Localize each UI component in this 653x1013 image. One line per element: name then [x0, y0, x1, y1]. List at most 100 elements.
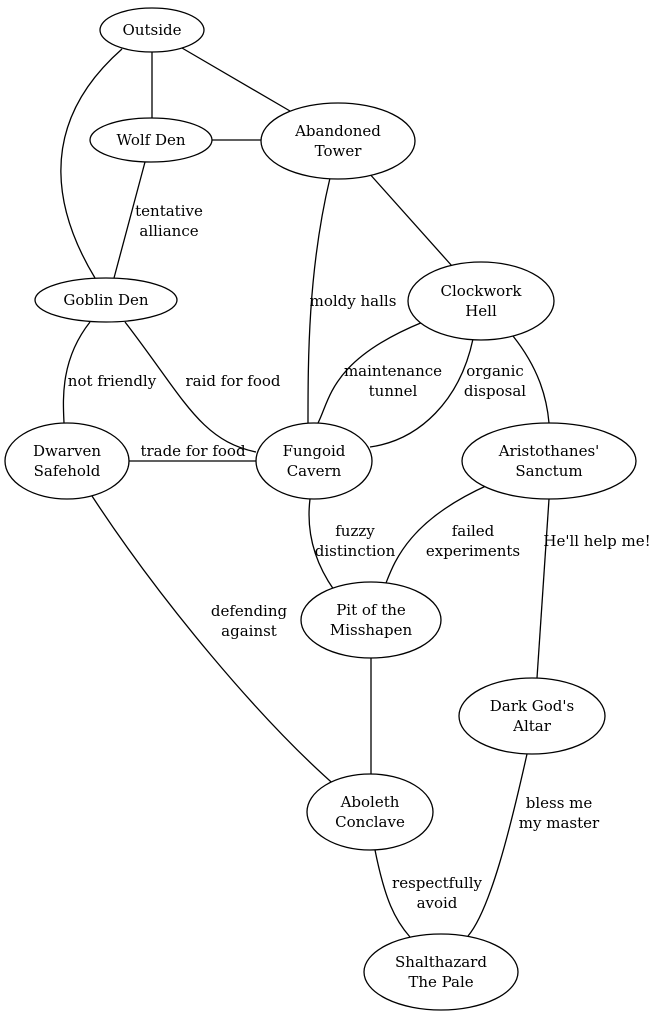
edge-label-line: against: [221, 622, 277, 640]
edge-label-line: distinction: [315, 542, 396, 560]
edge-line: [181, 47, 291, 112]
edge-line: [374, 849, 411, 938]
node-label: Aristothanes': [498, 442, 600, 460]
edge-clockwork-hell-to-fungoid-cavern: [317, 321, 424, 424]
edge-line: [308, 498, 335, 591]
edge-line: [385, 484, 489, 584]
node-label: Shalthazard: [395, 953, 487, 971]
node-label: Safehold: [34, 462, 101, 480]
edges-layer: [60, 47, 550, 938]
edge-line: [317, 321, 424, 424]
edge-label-line: not friendly: [68, 372, 157, 390]
edge-line: [113, 161, 146, 279]
edge-line: [467, 753, 528, 937]
edge-label: He'll help me!: [543, 532, 650, 550]
edge-line: [369, 338, 474, 448]
edge-fungoid-cavern-to-pit-of-the-misshapen: [308, 498, 335, 591]
edge-label-line: maintenance: [344, 362, 442, 380]
edge-wolf-den-to-goblin-den: [113, 161, 146, 279]
node-label: Outside: [123, 21, 182, 39]
edge-label-line: my master: [519, 814, 600, 832]
node-ellipse: [458, 677, 606, 755]
edge-abandoned-tower-to-fungoid-cavern: [307, 177, 331, 424]
node-wolf-den: Wolf Den: [89, 117, 213, 163]
edge-label-line: trade for food: [140, 442, 246, 460]
edge-line: [62, 321, 91, 424]
node-aristothanes-sanctum: Aristothanes' Sanctum: [461, 422, 637, 500]
edge-label-line: disposal: [464, 382, 526, 400]
edge-label: organic disposal: [464, 362, 526, 400]
node-ellipse: [260, 102, 416, 180]
edge-aristothanes-sanctum-to-pit-of-the-misshapen: [385, 484, 489, 584]
node-label: Misshapen: [330, 621, 413, 639]
edge-clockwork-hell-to-fungoid-cavern: [369, 338, 474, 448]
edge-goblin-den-to-dwarven-safehold: [62, 321, 91, 424]
edge-label-line: failed: [452, 522, 495, 540]
node-label: Cavern: [287, 462, 342, 480]
edge-line: [367, 171, 453, 267]
edge-label: respectfully avoid: [392, 874, 482, 912]
edge-label: trade for food: [140, 442, 246, 460]
node-label: Pit of the: [336, 601, 406, 619]
node-label: Conclave: [335, 813, 405, 831]
edge-clockwork-hell-to-aristothanes-sanctum: [512, 335, 550, 424]
node-label: Wolf Den: [116, 131, 185, 149]
node-ellipse: [461, 422, 637, 500]
node-label: Clockwork: [441, 282, 523, 300]
edge-abandoned-tower-to-clockwork-hell: [367, 171, 453, 267]
edge-label-line: tunnel: [369, 382, 418, 400]
edge-label-line: alliance: [139, 222, 198, 240]
edge-line: [536, 498, 550, 679]
edge-label-line: raid for food: [185, 372, 280, 390]
edge-labels-layer: tentative alliance moldy halls not friendly…: [68, 202, 651, 912]
edge-label: raid for food: [185, 372, 280, 390]
edge-label-line: He'll help me!: [543, 532, 650, 550]
edge-label-line: moldy halls: [310, 292, 397, 310]
edge-aristothanes-sanctum-to-dark-gods-altar: [536, 498, 550, 679]
node-label: Dark God's: [490, 697, 574, 715]
node-ellipse: [255, 422, 373, 500]
edge-label: maintenance tunnel: [344, 362, 442, 400]
edge-goblin-den-to-fungoid-cavern: [124, 321, 257, 453]
node-label: Fungoid: [283, 442, 346, 460]
node-outside: Outside: [99, 7, 205, 53]
node-ellipse: [89, 117, 213, 163]
node-label: Altar: [512, 717, 552, 735]
edge-label-line: respectfully: [392, 874, 482, 892]
node-label: Dwarven: [33, 442, 101, 460]
node-goblin-den: Goblin Den: [34, 277, 178, 323]
edge-label-line: fuzzy: [335, 522, 375, 540]
node-ellipse: [4, 422, 130, 500]
edge-label-line: tentative: [135, 202, 203, 220]
node-label: Abandoned: [294, 122, 381, 140]
node-ellipse: [407, 261, 555, 341]
edge-label-line: experiments: [426, 542, 520, 560]
edge-line: [307, 177, 331, 424]
edge-label-line: avoid: [417, 894, 458, 912]
edge-label: tentative alliance: [135, 202, 203, 240]
edge-line: [124, 321, 257, 453]
node-label: Sanctum: [515, 462, 582, 480]
edge-label-line: bless me: [526, 794, 593, 812]
node-label: The Pale: [408, 973, 473, 991]
node-ellipse: [99, 7, 205, 53]
node-ellipse: [306, 773, 434, 851]
edge-line: [91, 495, 339, 789]
node-label: Aboleth: [340, 793, 400, 811]
edge-outside-to-abandoned-tower: [181, 47, 291, 112]
node-label: Goblin Den: [63, 291, 149, 309]
edge-label-line: organic: [466, 362, 524, 380]
edge-outside-to-goblin-den: [60, 48, 123, 279]
node-ellipse: [34, 277, 178, 323]
edge-label: bless me my master: [519, 794, 600, 832]
